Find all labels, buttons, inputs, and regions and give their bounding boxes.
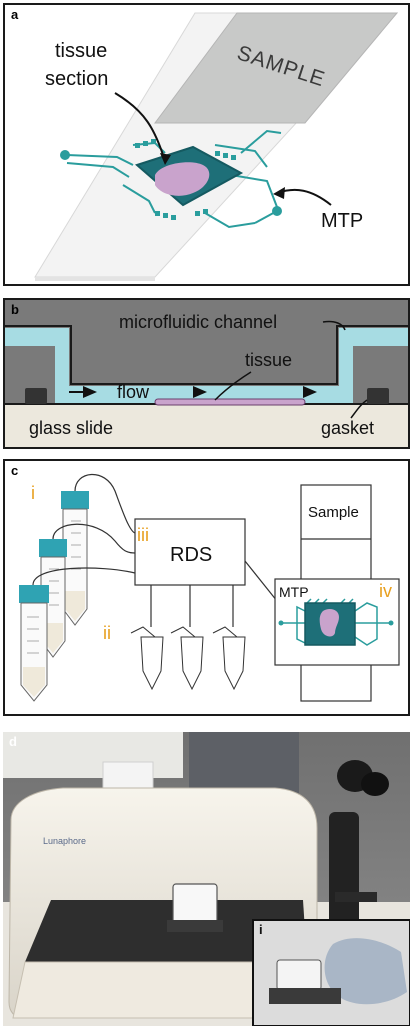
rds-output-lines <box>150 560 278 627</box>
cavity-outline <box>5 325 408 385</box>
channel-pointer <box>322 320 346 331</box>
tube-1 <box>61 491 89 626</box>
rds-box <box>134 518 246 586</box>
panel-d: Lunaphore d i <box>3 732 410 1026</box>
gasket-left <box>25 388 47 404</box>
section-label: section <box>45 68 108 90</box>
sample-label-c: Sample <box>308 504 359 521</box>
slide-holder <box>172 883 218 925</box>
tissue-arrowhead <box>160 153 171 165</box>
panel-letter-d: d <box>9 734 17 749</box>
small-box <box>102 761 154 793</box>
mtp-label-c: MTP <box>279 584 309 600</box>
flow-label: flow <box>117 382 150 402</box>
panel-b: microfluidic channel tissue flow glass s… <box>3 298 410 449</box>
tube-3 <box>19 585 49 702</box>
inset-glove <box>324 938 407 1005</box>
panel-a-illustration: SAMPLE tissue section <box>34 12 399 281</box>
collection-tube-3 <box>212 626 246 691</box>
rds-label: RDS <box>170 544 212 566</box>
tissue-label: tissue <box>55 40 107 62</box>
numeral-i: i <box>31 483 35 503</box>
panel-a: SAMPLE tissue section <box>3 3 410 286</box>
gasket-label: gasket <box>321 418 374 438</box>
tissue-section-blob <box>155 162 210 196</box>
numeral-iii: iii <box>137 525 149 545</box>
mtp-arrowhead <box>273 187 285 199</box>
panel-d-photo: Lunaphore <box>3 732 410 1026</box>
panel-letter-a: a <box>11 7 19 22</box>
mtp-label-a: MTP <box>321 210 363 232</box>
mtp-pads <box>135 139 236 220</box>
tissue-label-b: tissue <box>245 350 292 370</box>
collection-tube-1 <box>130 626 164 691</box>
tubing-lines <box>32 473 136 586</box>
tissue-arrow <box>114 92 166 162</box>
tissue-b <box>154 398 306 406</box>
whiteboard <box>3 732 183 778</box>
glass-slide-edge <box>35 277 155 281</box>
slide-holder-base <box>167 920 223 932</box>
panel-c: RDS Sample MT <box>3 459 410 716</box>
numeral-ii: ii <box>103 623 111 643</box>
gasket-pointer <box>350 399 368 419</box>
device-brand: Lunaphore <box>43 836 86 846</box>
tissue-pointer <box>214 371 252 401</box>
sample-label-area <box>154 12 399 124</box>
mtp-arrow <box>276 188 332 206</box>
mtp-chip-c <box>278 598 394 646</box>
inset-letter-i: i <box>259 922 263 937</box>
collection-tubes <box>130 626 246 691</box>
numeral-iv: iv <box>379 581 392 601</box>
panel-letter-c: c <box>11 463 19 478</box>
panel-b-illustration: microfluidic channel tissue flow glass s… <box>5 300 408 447</box>
collection-tube-2 <box>170 626 204 691</box>
panel-letter-b: b <box>11 302 19 317</box>
glass-slide-b <box>5 404 408 447</box>
mtp-traces <box>60 129 282 229</box>
tube-2 <box>39 539 67 658</box>
panel-c-illustration: RDS Sample MT <box>19 473 400 702</box>
channel-label: microfluidic channel <box>119 312 277 332</box>
inset-holder <box>276 959 322 991</box>
flow-arrows <box>69 386 317 398</box>
inset-base <box>269 988 341 1004</box>
glass-slide-label: glass slide <box>29 418 113 438</box>
gasket-right <box>367 388 389 404</box>
reagent-tubes <box>19 491 89 702</box>
device-slot <box>25 900 307 962</box>
